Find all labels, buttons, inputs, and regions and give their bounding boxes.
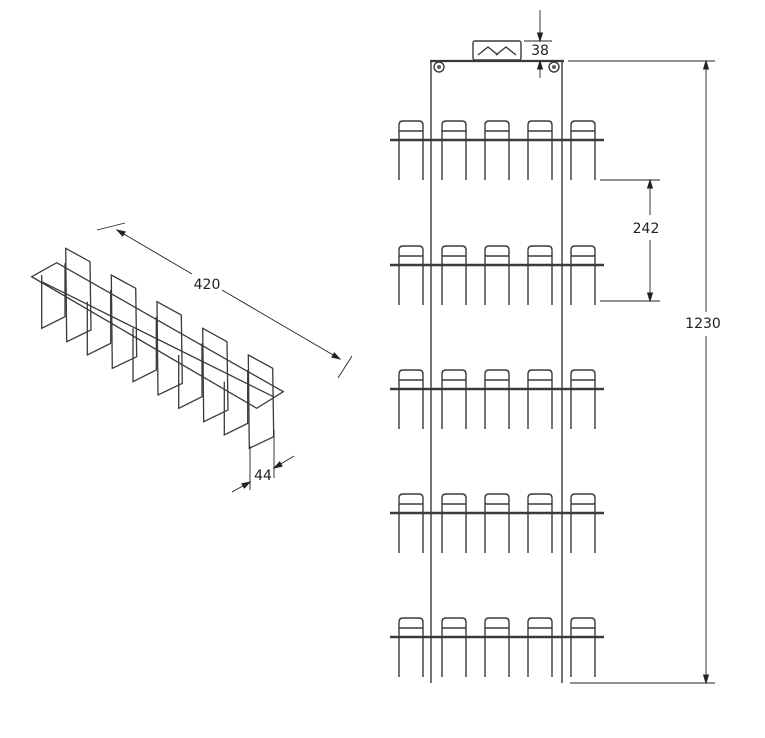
dimension-arrow [702,674,710,685]
shoe-hook [527,245,553,305]
short-wire-panel [41,263,66,330]
screw-hole [437,65,441,69]
shoe-hook [570,493,596,553]
shoe-hook [441,369,467,429]
shoe-hook [570,617,596,677]
dimension-arrow [115,229,126,237]
short-wire-panel [223,370,249,437]
dim-bracket-label: 38 [531,43,549,59]
extension-line [337,355,353,379]
tall-wire-panel [110,273,138,370]
dimension-arrow [331,352,342,360]
tall-wire-panel [202,327,229,423]
short-wire-panel [132,316,157,383]
shoe-hook [398,245,424,305]
shoe-hook [441,245,467,305]
dimension-line [221,289,341,360]
shoe-hook [484,120,510,180]
bracket-hook [495,46,517,56]
shoe-hook [441,493,467,553]
hanging-bracket [472,40,522,61]
bracket-hook [477,46,499,56]
tall-wire-panel [247,353,275,450]
shoe-hook [484,369,510,429]
shoe-hook [570,369,596,429]
shoe-hook [527,493,553,553]
shoe-hook [484,617,510,677]
shoe-hook [398,120,424,180]
screw-boss [548,61,560,73]
dimension-arrow [702,59,710,70]
shoe-hook [441,120,467,180]
front-view [390,40,604,683]
screw-hole [552,65,556,69]
dimension-arrow [536,32,544,43]
tall-wire-panel [156,300,183,397]
short-wire-panel [178,343,203,410]
shoe-hook [398,369,424,429]
shoe-hook [570,120,596,180]
shoe-hook [527,617,553,677]
dim-depth-label: 44 [254,468,272,484]
dim-shelf-spacing-label: 242 [633,221,660,237]
dimension-arrow [646,178,654,189]
shoe-hook [441,617,467,677]
dimensions [96,10,715,685]
shoe-hook [484,245,510,305]
shoe-hook [527,369,553,429]
shoe-hook [527,120,553,180]
shoe-hook [570,245,596,305]
shoe-hook [398,617,424,677]
dim-overall-height-label: 1230 [685,316,721,332]
isometric-view [30,247,285,450]
tall-wire-panel [65,247,92,343]
dimension-arrow [241,481,252,489]
dim-length-label: 420 [194,277,221,293]
shoe-hook [398,493,424,553]
screw-boss [433,61,445,73]
dimension-arrow [272,461,283,469]
dimension-arrow [536,59,544,70]
dimension-line [116,229,193,275]
dimension-arrow [646,292,654,303]
shoe-hook [484,493,510,553]
extension-line [96,222,126,231]
